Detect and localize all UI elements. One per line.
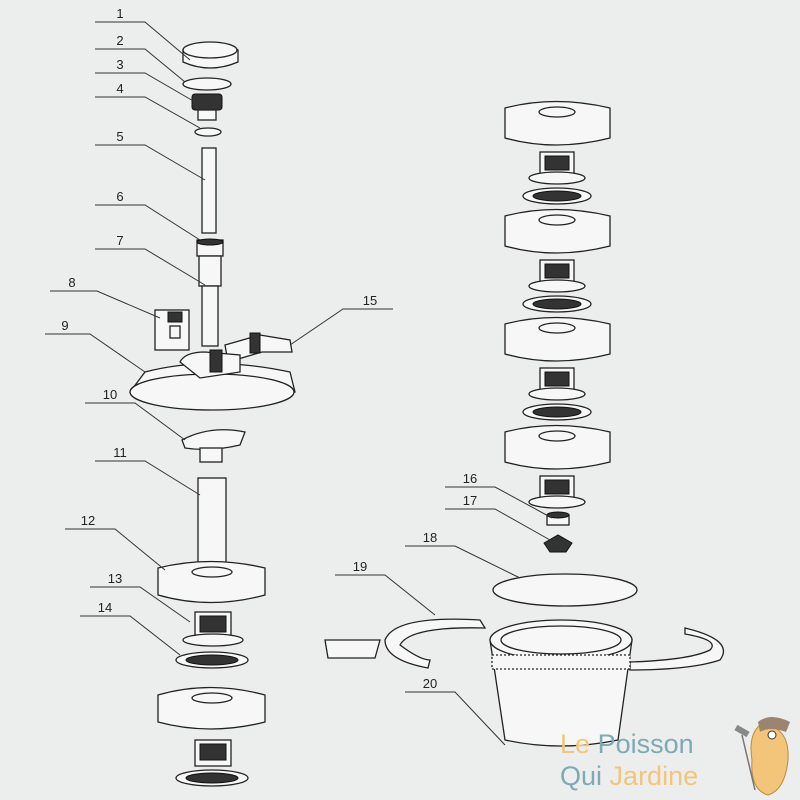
fish-mascot-logo	[734, 717, 790, 796]
callout-5: 5	[95, 129, 206, 181]
svg-text:5: 5	[116, 129, 123, 144]
svg-text:11: 11	[113, 445, 127, 460]
svg-text:20: 20	[423, 676, 437, 691]
callout-2: 2	[95, 33, 186, 83]
part-15-hose-connector	[224, 332, 293, 363]
callout-17: 17	[445, 493, 551, 541]
callout-11: 11	[95, 445, 201, 496]
part-12-filter-plate	[157, 560, 266, 604]
callout-16: 16	[445, 471, 553, 519]
callout-10: 10	[85, 387, 186, 441]
svg-text:4: 4	[116, 81, 123, 96]
svg-text:7: 7	[116, 233, 123, 248]
logo-word: Le	[560, 729, 591, 759]
part-7-pipe	[198, 255, 222, 347]
callout-13: 13	[90, 571, 191, 623]
part-17-impeller	[543, 534, 573, 553]
svg-text:1: 1	[116, 6, 123, 21]
callout-8: 8	[50, 275, 161, 319]
part-11-tube	[197, 477, 227, 569]
callout-7: 7	[95, 233, 206, 286]
callout-6: 6	[95, 189, 201, 241]
part-6-coupling	[196, 238, 224, 257]
part-14-bearing-ring	[175, 651, 249, 669]
svg-text:12: 12	[81, 513, 95, 528]
svg-text:9: 9	[61, 318, 68, 333]
svg-text:15: 15	[363, 293, 377, 308]
part-5-tube	[201, 147, 217, 234]
part-19-clamp	[324, 618, 725, 671]
callout-20: 20	[405, 676, 506, 746]
part-4-ring	[194, 127, 222, 137]
part-2-oring	[182, 77, 232, 91]
svg-text:6: 6	[116, 189, 123, 204]
callout-19: 19	[335, 559, 436, 616]
svg-text:10: 10	[103, 387, 117, 402]
svg-text:13: 13	[108, 571, 122, 586]
part-13-impeller-cage	[182, 611, 244, 647]
svg-text:2: 2	[116, 33, 123, 48]
logo-word: Poisson	[597, 729, 694, 759]
part-1-cap	[182, 41, 239, 69]
part-20-housing	[489, 619, 633, 747]
svg-text:17: 17	[463, 493, 477, 508]
svg-text:8: 8	[68, 275, 75, 290]
callout-4: 4	[95, 81, 201, 129]
svg-text:16: 16	[463, 471, 477, 486]
part-16-bushing	[546, 511, 570, 526]
callout-9: 9	[45, 318, 146, 373]
part-8-fitting	[154, 309, 190, 351]
part-10-gasket-plate	[181, 429, 246, 463]
callout-3: 3	[95, 57, 196, 103]
svg-text:18: 18	[423, 530, 437, 545]
callout-15: 15	[289, 293, 393, 346]
svg-text:19: 19	[353, 559, 367, 574]
callout-1: 1	[95, 6, 191, 61]
callout-18: 18	[405, 530, 521, 579]
svg-text:3: 3	[116, 57, 123, 72]
part-9-lid	[128, 349, 296, 411]
svg-text:14: 14	[98, 600, 112, 615]
part-18-oring	[492, 573, 638, 607]
callout-12: 12	[65, 513, 166, 571]
right-filter-stack	[504, 100, 611, 509]
part-3-nut	[191, 93, 223, 121]
callout-14: 14	[80, 600, 181, 656]
logo-text: Le Poisson Qui Jardine	[560, 728, 698, 792]
logo-word: Jardine	[609, 761, 699, 791]
filter-plate-repeat	[157, 686, 266, 787]
callouts: 1 2 3 4 5 6 7 8 9 10 11 12 13 14 15 16 1…	[45, 6, 553, 746]
logo-word: Qui	[560, 761, 603, 791]
